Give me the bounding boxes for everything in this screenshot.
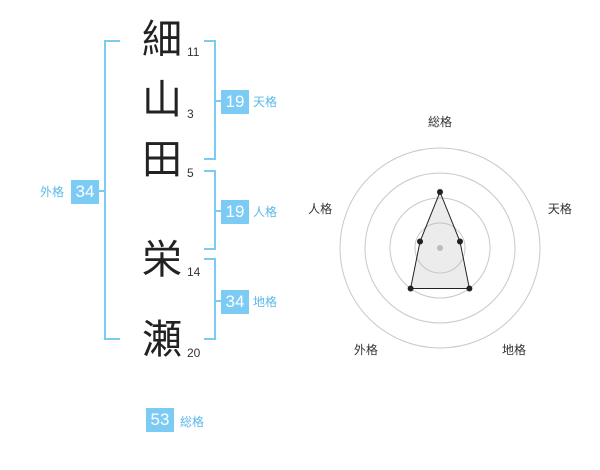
radar-axis-label-4: 外格 — [354, 342, 378, 357]
name-char-1: 細 — [142, 17, 182, 63]
tenkaku-value-badge: 19 — [221, 90, 249, 114]
radar-ring-4 — [339, 147, 541, 349]
stroke-count-2: 3 — [187, 107, 194, 121]
gaikaku-value-badge: 34 — [71, 180, 99, 204]
gaikaku-label: 外格 — [40, 185, 65, 199]
radar-point-4 — [407, 285, 414, 292]
name-char-5: 瀬 — [142, 317, 182, 363]
stroke-count-1: 11 — [187, 45, 200, 59]
radar-point-1 — [437, 189, 443, 195]
radar-ring-1 — [414, 222, 466, 274]
tenkaku-label: 天格 — [253, 95, 278, 109]
chikaku-value-badge: 34 — [221, 290, 249, 314]
stroke-count-3: 5 — [187, 166, 194, 180]
radar-center-dot — [437, 245, 443, 251]
jinkaku-label: 人格 — [253, 205, 278, 219]
radar-ring-3 — [364, 172, 516, 324]
soukaku-label: 総格 — [180, 415, 205, 429]
gaikaku-bracket — [104, 40, 120, 340]
stroke-count-5: 20 — [187, 346, 201, 360]
radar-axis-label-2: 天格 — [548, 201, 572, 216]
soukaku-value-badge: 53 — [146, 408, 174, 432]
jinkaku-value-badge: 19 — [221, 200, 249, 224]
radar-axis-label-3: 地格 — [502, 342, 526, 357]
gaikaku-bracket-tick — [96, 190, 105, 192]
tenkaku-bracket-tick — [215, 100, 221, 102]
chikaku-label: 地格 — [253, 295, 278, 309]
radar-point-5 — [417, 238, 424, 245]
radar-point-2 — [456, 238, 463, 245]
name-char-3: 田 — [142, 137, 182, 183]
chikaku-bracket — [204, 258, 216, 340]
name-char-4: 栄 — [142, 237, 182, 283]
jinkaku-bracket-tick — [215, 210, 221, 212]
chikaku-bracket-tick — [215, 300, 221, 302]
radar-point-3 — [466, 285, 473, 292]
radar-ring-2 — [389, 197, 491, 299]
radar-shape — [410, 190, 470, 289]
radar-axis-label-1: 総格 — [428, 114, 452, 129]
stroke-count-4: 14 — [187, 265, 201, 279]
radar-axis-label-5: 人格 — [308, 201, 332, 216]
name-char-2: 山 — [142, 77, 182, 123]
